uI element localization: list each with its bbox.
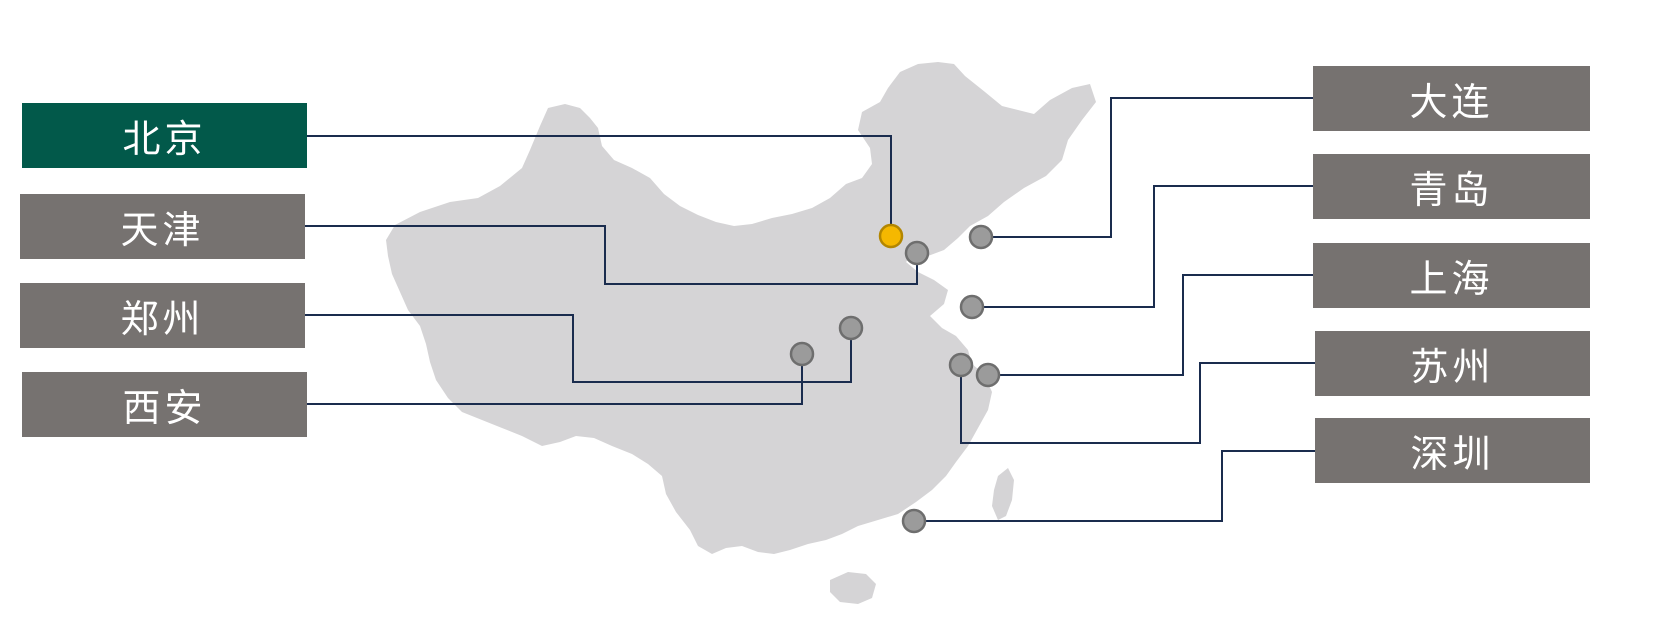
- marker-xian-location-marker-icon[interactable]: [789, 341, 815, 367]
- connector-line-zhengzhou: [305, 314, 852, 383]
- marker-suzhou-location-marker-icon[interactable]: [948, 352, 974, 378]
- marker-zhengzhou-location-marker-icon[interactable]: [838, 315, 864, 341]
- connector-line-beijing: [307, 135, 892, 236]
- connector-line-xian: [307, 354, 803, 405]
- marker-beijing-location-marker-icon[interactable]: [878, 223, 904, 249]
- city-label-suzhou[interactable]: 苏州: [1315, 331, 1590, 396]
- connector-line-shenzhen: [914, 450, 1315, 522]
- connector-line-dalian: [981, 97, 1313, 238]
- china-mainland-shape: [386, 62, 1096, 554]
- city-label-xian[interactable]: 西安: [22, 372, 307, 437]
- city-label-shanghai[interactable]: 上海: [1313, 243, 1590, 308]
- marker-dalian-location-marker-icon[interactable]: [968, 224, 994, 250]
- city-label-shenzhen[interactable]: 深圳: [1315, 418, 1590, 483]
- city-label-zhengzhou[interactable]: 郑州: [20, 283, 305, 348]
- taiwan-island-shape: [992, 468, 1014, 520]
- city-label-beijing[interactable]: 北京: [22, 103, 307, 168]
- marker-tianjin-location-marker-icon[interactable]: [904, 240, 930, 266]
- connector-line-suzhou: [960, 362, 1315, 444]
- city-label-tianjin[interactable]: 天津: [20, 194, 305, 259]
- marker-shenzhen-location-marker-icon[interactable]: [901, 508, 927, 534]
- connector-line-shanghai: [988, 274, 1313, 376]
- connector-line-tianjin: [305, 225, 918, 285]
- city-label-dalian[interactable]: 大连: [1313, 66, 1590, 131]
- connector-line-qingdao: [972, 185, 1313, 308]
- connector-lines: [305, 97, 1315, 522]
- marker-shanghai-location-marker-icon[interactable]: [975, 362, 1001, 388]
- city-label-qingdao[interactable]: 青岛: [1313, 154, 1590, 219]
- hainan-island-shape: [830, 572, 876, 604]
- marker-qingdao-location-marker-icon[interactable]: [959, 294, 985, 320]
- city-markers: [789, 223, 1001, 534]
